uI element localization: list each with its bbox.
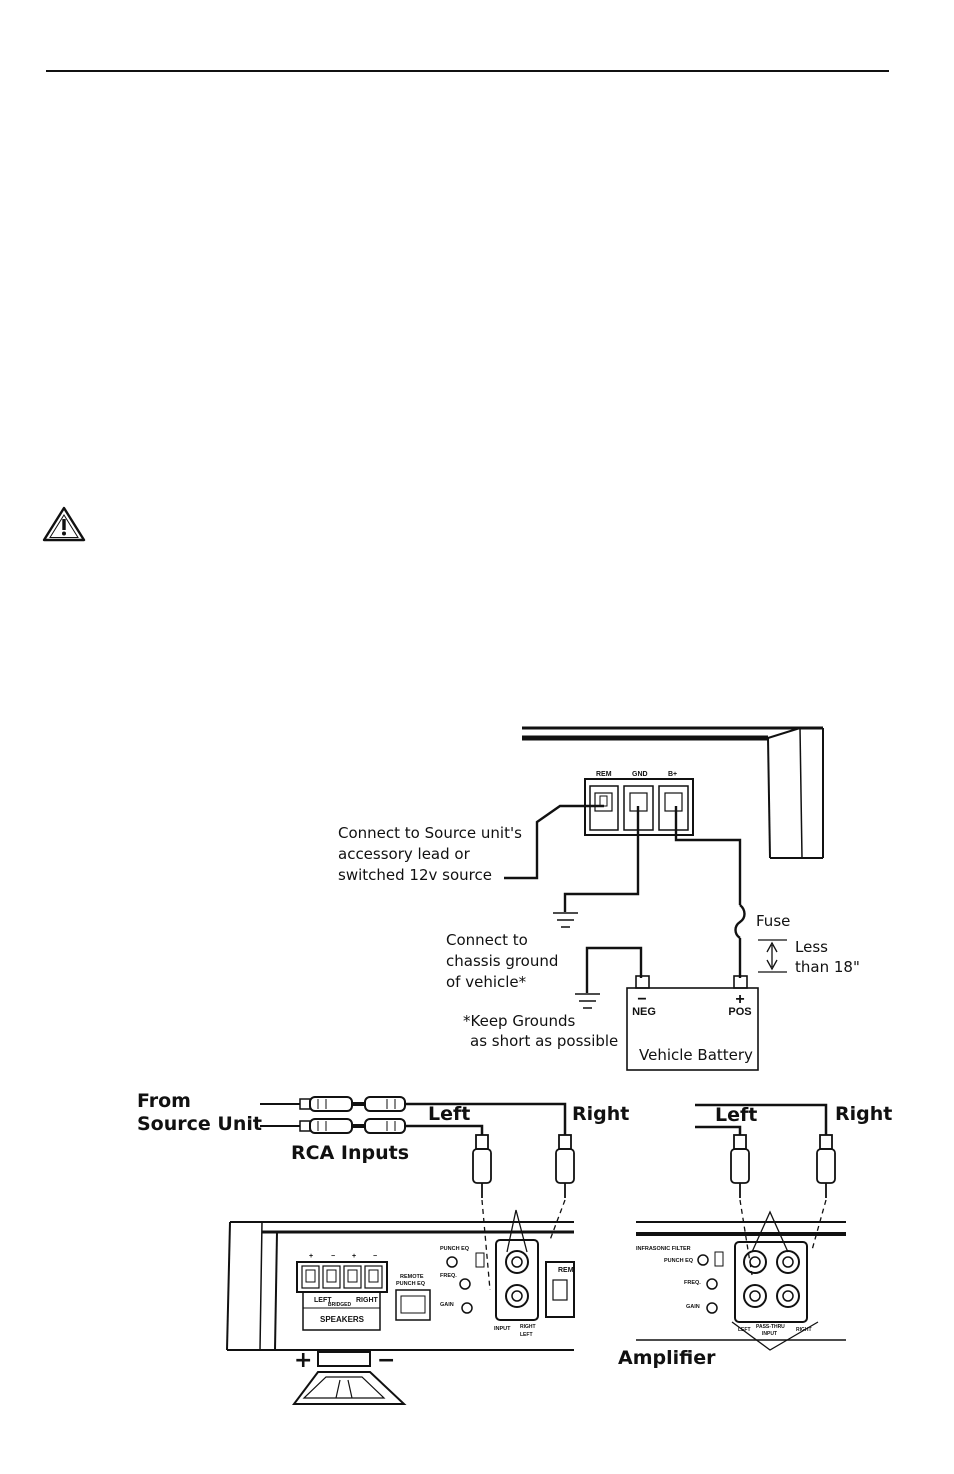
freq-label: FREQ. [440,1273,457,1279]
input-left-label: LEFT [520,1332,533,1338]
right-channel-label-2: Right [835,1103,893,1125]
ground-connect-label-3: of vehicle* [446,973,527,991]
speaker-left-label: LEFT [314,1297,332,1304]
rca-plug [730,1134,750,1198]
speaker-minus-2: − [373,1253,377,1260]
ground-connect-label-1: Connect to [446,931,528,949]
remote-connect-label-2: accessory lead or [338,845,470,863]
from-label-2: Source Unit [137,1113,262,1135]
pass-thru-label: PASS-THRU [756,1324,785,1330]
vehicle-battery [626,975,759,1071]
rem-short-label: REM [558,1267,574,1274]
right-channel-label: Right [572,1103,630,1125]
freq-label-b: FREQ. [684,1280,701,1286]
battery-name-label: Vehicle Battery [639,1046,753,1064]
distance-label-2: than 18" [795,958,860,976]
speaker-plus-sign: + [294,1348,312,1373]
remote-connect-label-1: Connect to Source unit's [338,824,522,842]
battery-neg-label: NEG [632,1006,656,1018]
left-channel-label-2: Left [715,1104,758,1126]
input-label: INPUT [494,1326,511,1332]
panel-b-left-label: LEFT [738,1327,751,1333]
panel-b-input-label: INPUT [762,1331,777,1337]
fuse-label: Fuse [756,912,791,930]
ground-symbol [575,993,600,1009]
amplifier-label: Amplifier [618,1347,716,1369]
power-wires [504,804,746,993]
terminal-rem-label: REM [596,771,612,778]
amplifier-housing-top [522,726,824,859]
speaker-plus-2: + [352,1253,356,1260]
speakers-label: SPEAKERS [320,1315,365,1324]
amplifier-panel-left [226,1209,575,1351]
battery-pos-sign: + [735,991,744,1008]
speaker-right-label: RIGHT [356,1297,379,1304]
terminal-bplus-label: B+ [668,771,677,778]
remote-punch-label-1: REMOTE [400,1274,424,1280]
left-channel-label: Left [428,1103,471,1125]
from-label-1: From [137,1090,191,1112]
gain-label: GAIN [440,1302,454,1308]
ground-connect-label-2: chassis ground [446,952,559,970]
rca-cable-right [260,1118,484,1135]
connection-guides [481,1199,566,1291]
infrasonic-label: INFRASONIC FILTER [636,1246,691,1252]
speaker-minus-1: − [331,1253,335,1260]
keep-grounds-note-1: *Keep Grounds [463,1012,576,1030]
rca-plug [816,1134,836,1198]
punch-eq-label: PUNCH EQ [440,1246,470,1252]
keep-grounds-note-2: as short as possible [470,1032,619,1050]
distance-marker [758,939,787,973]
speaker-minus-sign: − [377,1348,395,1373]
rca-plug [472,1134,492,1198]
punch-eq-label-b: PUNCH EQ [664,1258,694,1264]
battery-pos-label: POS [728,1006,751,1018]
battery-neg-sign: − [637,991,646,1008]
panel-b-right-label: RIGHT [796,1327,812,1333]
terminal-gnd-label: GND [632,771,648,778]
warning-icon [42,506,86,542]
amplifier-panel-right [636,1210,846,1351]
rca-cable-left [260,1096,567,1135]
speaker-icon [292,1351,407,1405]
speaker-plus-1: + [309,1253,313,1260]
gain-label-b: GAIN [686,1304,700,1310]
bridged-label: BRIDGED [328,1302,351,1308]
remote-punch-label-2: PUNCH EQ [396,1281,426,1287]
distance-label-1: Less [795,938,828,956]
ground-symbol [553,912,578,928]
rca-cable-pass [695,1103,828,1135]
remote-connect-label-3: switched 12v source [338,866,492,884]
header-rule [46,70,889,72]
input-right-label: RIGHT [520,1324,536,1330]
rca-inputs-label: RCA Inputs [291,1142,410,1164]
rca-plug [555,1134,575,1198]
